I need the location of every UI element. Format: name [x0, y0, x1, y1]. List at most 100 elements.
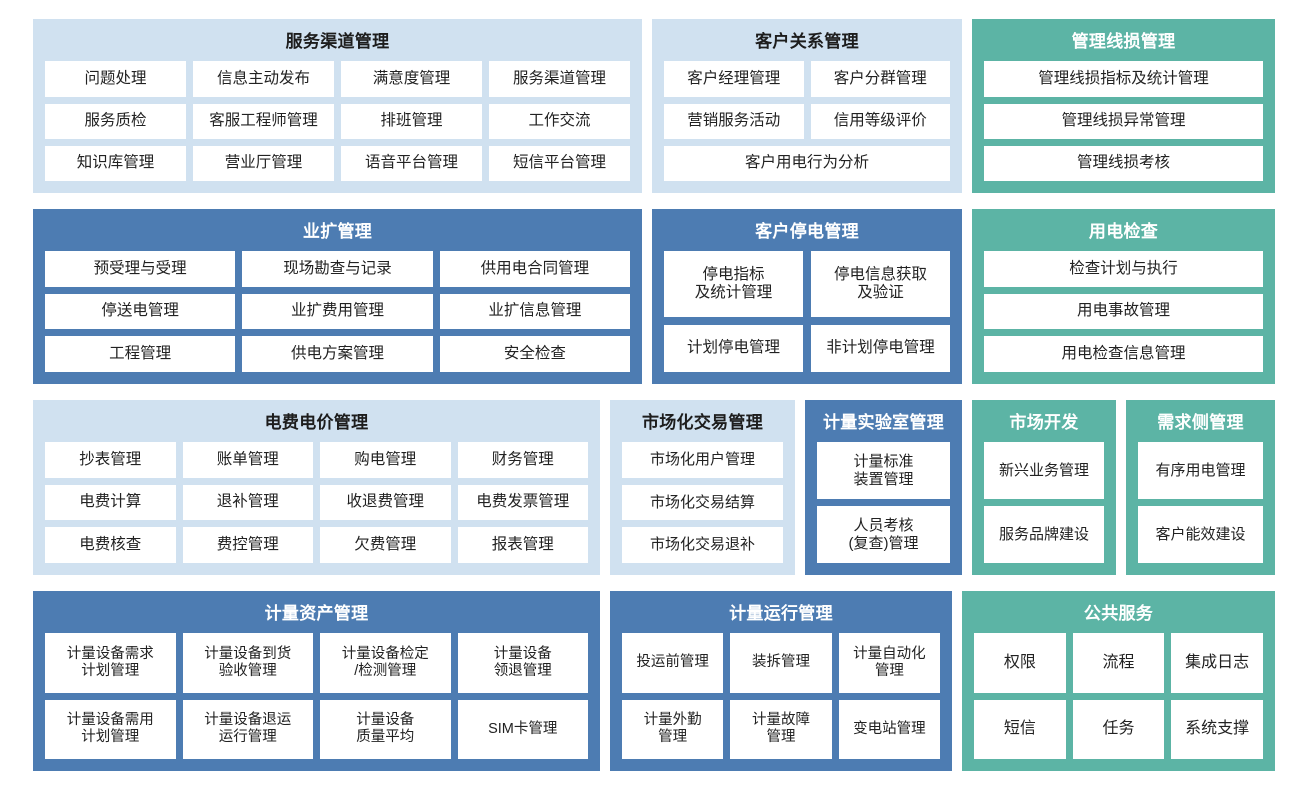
module-cell[interactable]: 业扩费用管理: [242, 293, 433, 330]
module-cell[interactable]: 费控管理: [182, 527, 313, 563]
panel-title: 业扩管理: [302, 222, 373, 241]
panel-demand-side-management[interactable]: 需求侧管理 有序用电管理 客户能效建设: [1126, 400, 1275, 575]
module-cell[interactable]: 停送电管理: [45, 293, 236, 330]
module-cell[interactable]: 新兴业务管理: [984, 442, 1104, 500]
panel-line-loss-management[interactable]: 管理线损管理 管理线损指标及统计管理 管理线损异常管理 管理线损考核: [972, 19, 1275, 193]
module-cell[interactable]: 信用等级评价: [810, 103, 950, 139]
panel-metering-laboratory-management[interactable]: 计量实验室管理 计量标准 装置管理 人员考核 (复查)管理: [805, 400, 962, 575]
module-cell[interactable]: 满意度管理: [341, 61, 482, 97]
module-cell[interactable]: 业扩信息管理: [439, 293, 630, 330]
module-cell[interactable]: 服务渠道管理: [489, 61, 630, 97]
module-cell[interactable]: 计量设备检定 /检测管理: [320, 633, 451, 693]
module-cell[interactable]: 安全检查: [439, 336, 630, 372]
module-cell[interactable]: 客户能效建设: [1138, 506, 1263, 563]
module-cell[interactable]: 变电站管理: [838, 699, 940, 759]
module-cell[interactable]: 计量设备 领退管理: [457, 633, 588, 693]
module-cell[interactable]: 服务质检: [45, 103, 186, 139]
module-cell[interactable]: 短信: [974, 699, 1066, 759]
module-cell[interactable]: 用电事故管理: [984, 293, 1263, 330]
panel-title: 服务渠道管理: [285, 32, 390, 51]
module-cell[interactable]: 客户分群管理: [810, 61, 950, 97]
module-cell[interactable]: 购电管理: [320, 442, 451, 478]
module-cell[interactable]: 收退费管理: [320, 484, 451, 521]
module-cell[interactable]: 权限: [974, 633, 1066, 693]
module-cell[interactable]: 营业厅管理: [193, 145, 334, 181]
panel-customer-relationship-management[interactable]: 客户关系管理 客户经理管理 客户分群管理 营销服务活动 信用等级评价 客户用电行…: [652, 19, 962, 193]
module-cell[interactable]: 抄表管理: [45, 442, 176, 478]
panel-cell-grid: 预受理与受理 现场勘查与记录 供用电合同管理 停送电管理 业扩费用管理 业扩信息…: [45, 251, 630, 372]
panel-cell-grid: 权限 流程 集成日志 短信 任务 系统支撑: [974, 633, 1263, 759]
panel-electricity-inspection[interactable]: 用电检查 检查计划与执行 用电事故管理 用电检查信息管理: [972, 209, 1275, 384]
module-cell[interactable]: 计量故障 管理: [730, 699, 832, 759]
module-cell[interactable]: 问题处理: [45, 61, 186, 97]
panel-market-development[interactable]: 市场开发 新兴业务管理 服务品牌建设: [972, 400, 1116, 575]
module-cell[interactable]: 短信平台管理: [489, 145, 630, 181]
module-cell[interactable]: 市场化交易结算: [622, 484, 783, 521]
module-cell[interactable]: 账单管理: [182, 442, 313, 478]
module-cell[interactable]: 计量设备需用 计划管理: [45, 699, 176, 759]
module-cell[interactable]: 计量设备 质量平均: [320, 699, 451, 759]
module-cell[interactable]: 语音平台管理: [341, 145, 482, 181]
module-cell[interactable]: 市场化交易退补: [622, 527, 783, 563]
module-cell[interactable]: 客户经理管理: [664, 61, 804, 97]
module-cell[interactable]: 服务品牌建设: [984, 506, 1104, 563]
module-cell[interactable]: 停电信息获取 及验证: [811, 251, 950, 317]
module-cell[interactable]: 预受理与受理: [45, 251, 236, 287]
module-cell[interactable]: 信息主动发布: [193, 61, 334, 97]
module-cell[interactable]: 计量设备需求 计划管理: [45, 633, 176, 693]
module-cell[interactable]: 计划停电管理: [664, 324, 803, 372]
module-cell[interactable]: 检查计划与执行: [984, 251, 1263, 287]
module-cell[interactable]: 现场勘查与记录: [242, 251, 433, 287]
module-cell[interactable]: 电费计算: [45, 484, 176, 521]
panel-cell-grid: 管理线损指标及统计管理 管理线损异常管理 管理线损考核: [984, 61, 1263, 181]
panel-metering-asset-management[interactable]: 计量资产管理 计量设备需求 计划管理 计量设备到货 验收管理 计量设备检定 /检…: [33, 591, 600, 771]
module-cell[interactable]: 供电方案管理: [242, 336, 433, 372]
module-cell[interactable]: 客户用电行为分析: [664, 145, 950, 181]
module-cell[interactable]: 人员考核 (复查)管理: [817, 506, 950, 563]
module-cell[interactable]: 任务: [1072, 699, 1165, 759]
module-cell[interactable]: 计量设备退运 运行管理: [182, 699, 313, 759]
module-cell[interactable]: 用电检查信息管理: [984, 336, 1263, 372]
module-cell[interactable]: 客服工程师管理: [193, 103, 334, 139]
panel-title: 市场开发: [1009, 413, 1079, 432]
module-cell[interactable]: 欠费管理: [320, 527, 451, 563]
module-cell[interactable]: 计量外勤 管理: [622, 699, 724, 759]
panel-title: 计量实验室管理: [822, 413, 945, 432]
panel-title: 电费电价管理: [264, 413, 369, 432]
panel-metering-operation-management[interactable]: 计量运行管理 投运前管理 装拆管理 计量自动化 管理 计量外勤 管理 计量故障 …: [610, 591, 952, 771]
panel-title: 用电检查: [1088, 222, 1159, 241]
module-cell[interactable]: 计量自动化 管理: [838, 633, 940, 693]
module-cell[interactable]: 知识库管理: [45, 145, 186, 181]
module-cell[interactable]: 计量设备到货 验收管理: [182, 633, 313, 693]
module-cell[interactable]: 供用电合同管理: [439, 251, 630, 287]
module-cell[interactable]: 管理线损指标及统计管理: [984, 61, 1263, 97]
module-cell[interactable]: 系统支撑: [1171, 699, 1263, 759]
module-cell[interactable]: 营销服务活动: [664, 103, 804, 139]
module-cell[interactable]: 电费发票管理: [457, 484, 588, 521]
panel-tariff-management[interactable]: 电费电价管理 抄表管理 账单管理 购电管理 财务管理 电费计算 退补管理 收退费…: [33, 400, 600, 575]
module-cell[interactable]: 管理线损异常管理: [984, 103, 1263, 139]
module-cell[interactable]: 财务管理: [457, 442, 588, 478]
module-cell[interactable]: 计量标准 装置管理: [817, 442, 950, 500]
panel-public-services[interactable]: 公共服务 权限 流程 集成日志 短信 任务 系统支撑: [962, 591, 1275, 771]
panel-market-trading-management[interactable]: 市场化交易管理 市场化用户管理 市场化交易结算 市场化交易退补: [610, 400, 795, 575]
panel-service-channel-management[interactable]: 服务渠道管理 问题处理 信息主动发布 满意度管理 服务渠道管理 服务质检 客服工…: [33, 19, 642, 193]
module-cell[interactable]: 工程管理: [45, 336, 236, 372]
module-cell[interactable]: 非计划停电管理: [811, 324, 950, 372]
module-cell[interactable]: 退补管理: [182, 484, 313, 521]
panel-customer-outage-management[interactable]: 客户停电管理 停电指标 及统计管理 停电信息获取 及验证 计划停电管理 非计划停…: [652, 209, 962, 384]
module-cell[interactable]: 停电指标 及统计管理: [664, 251, 803, 317]
module-cell[interactable]: 有序用电管理: [1138, 442, 1263, 500]
module-cell[interactable]: 投运前管理: [622, 633, 724, 693]
panel-business-expansion-management[interactable]: 业扩管理 预受理与受理 现场勘查与记录 供用电合同管理 停送电管理 业扩费用管理…: [33, 209, 642, 384]
module-cell[interactable]: 电费核查: [45, 527, 176, 563]
module-cell[interactable]: 装拆管理: [730, 633, 832, 693]
module-cell[interactable]: 市场化用户管理: [622, 442, 783, 478]
module-cell[interactable]: 工作交流: [489, 103, 630, 139]
module-cell[interactable]: 流程: [1072, 633, 1165, 693]
module-cell[interactable]: 集成日志: [1171, 633, 1263, 693]
module-cell[interactable]: SIM卡管理: [457, 699, 588, 759]
module-cell[interactable]: 报表管理: [457, 527, 588, 563]
module-cell[interactable]: 排班管理: [341, 103, 482, 139]
module-cell[interactable]: 管理线损考核: [984, 145, 1263, 181]
